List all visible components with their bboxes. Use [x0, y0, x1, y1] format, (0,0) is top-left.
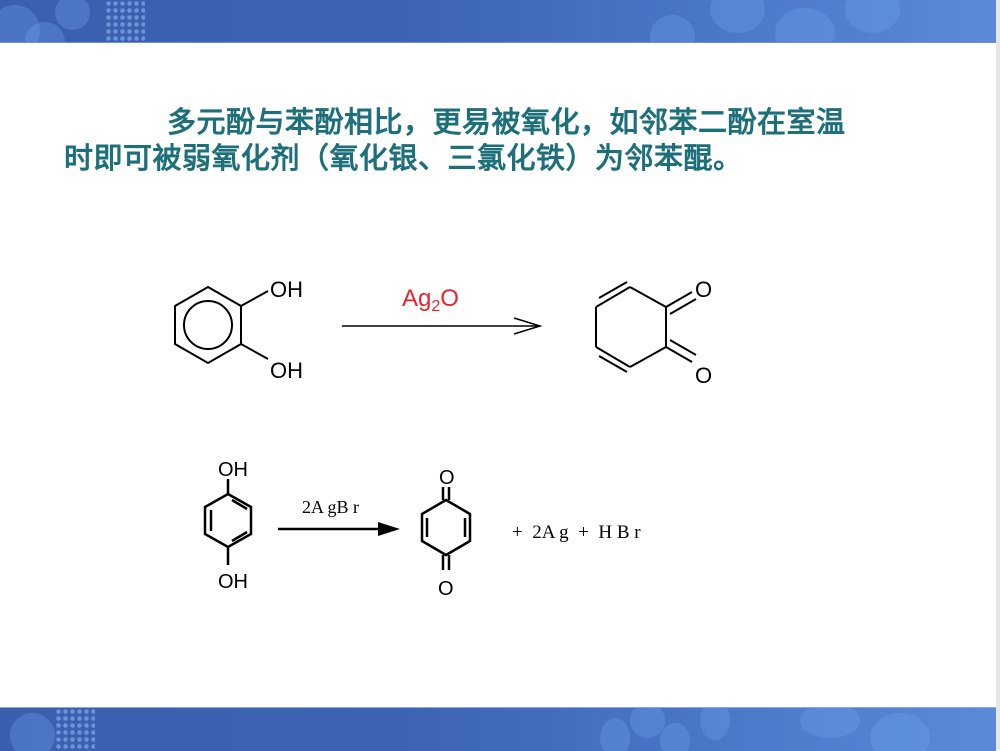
p-benzoquinone-structure — [420, 487, 472, 570]
reagent-ag2o: Ag2O — [402, 285, 459, 315]
bottom-banner — [0, 707, 996, 751]
o-quinone-o-top: O — [695, 277, 712, 302]
reagent-agbr: 2A gB r — [302, 497, 359, 517]
hydroquinone-structure — [203, 479, 253, 565]
title-line-1: 多元酚与苯酚相比，更易被氧化，如邻苯二酚在室温 — [167, 105, 846, 139]
o-quinone-o-bottom: O — [695, 363, 712, 388]
title-line-2: 时即可被弱氧化剂（氧化银、三氯化铁）为邻苯醌。 — [64, 141, 743, 175]
slide-edge — [996, 0, 1000, 750]
o-benzoquinone-structure — [595, 281, 697, 373]
hydroquinone-oh-bottom: OH — [218, 571, 248, 593]
open-arrow-icon — [342, 317, 543, 335]
hydroquinone-oh-top: OH — [218, 459, 248, 481]
top-banner — [0, 0, 996, 43]
catechol-structure — [174, 285, 269, 365]
solid-arrow-icon — [278, 522, 400, 536]
p-quinone-o-bottom: O — [438, 578, 454, 600]
byproducts: + 2A g + H B r — [512, 522, 641, 543]
p-quinone-o-top: O — [439, 467, 455, 489]
catechol-oh-top: OH — [270, 277, 303, 302]
slide-title: 多元酚与苯酚相比，更易被氧化，如邻苯二酚在室温 时即可被弱氧化剂（氧化银、三氯化… — [64, 104, 964, 176]
catechol-oh-bottom: OH — [270, 358, 303, 383]
